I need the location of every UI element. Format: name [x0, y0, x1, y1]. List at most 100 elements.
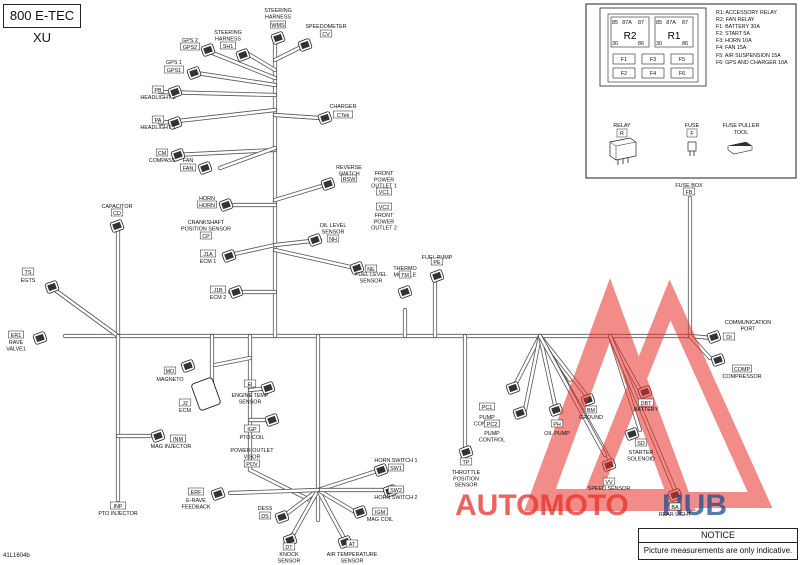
connector-label: ECM 2 [210, 295, 226, 301]
relay-pin: 86 [638, 41, 644, 47]
fuse-label: F1 [621, 57, 627, 63]
connector-code: CTek [337, 113, 350, 119]
watermark-text-a: AUTOMOTO [455, 489, 629, 522]
connector-code: PB [154, 88, 162, 94]
connector-gps2-drawing [200, 43, 216, 57]
connector-label: SENSOR [278, 558, 301, 564]
relay-key-code: R [620, 131, 624, 137]
connector-label: MAG INJECTOR [151, 444, 192, 450]
connector-code: J1B [213, 288, 223, 294]
connector-comp-drawing [710, 353, 726, 367]
connector-j1a-drawing [221, 249, 237, 263]
legend-item: F3: HORN 10A [716, 38, 752, 45]
connector-label: CHARGER [330, 104, 357, 110]
connector-label: FEEDBACK [181, 504, 210, 510]
connector-code: SW1 [390, 466, 402, 472]
connector-label: SENSOR [322, 229, 345, 235]
fuse-f4: F4 [641, 67, 665, 79]
connector-label: HORN SWITCH 2 [374, 495, 417, 501]
fuse-f3: F3 [641, 53, 665, 65]
connector-code: VC1 [379, 190, 390, 196]
harness-wires [52, 37, 715, 543]
connector-label: FRONT [375, 171, 394, 177]
connector-code: NH [329, 237, 337, 243]
connector-inm-drawing [150, 429, 166, 443]
notice-heading: NOTICE [639, 529, 797, 543]
relay-label: R1 [668, 31, 681, 42]
connector-label: THROTTLE [452, 470, 481, 476]
relay-pin: 87 [682, 20, 688, 26]
puller-key-line1: FUSE PULLER [723, 123, 760, 129]
relay-pin: 30 [612, 41, 618, 47]
fuse-label: F3 [650, 57, 656, 63]
connector-label: POWER [374, 177, 394, 183]
component-key: RELAY R FUSE F FUSE PULLER TOOL [609, 123, 760, 165]
connector-code: J2 [182, 401, 188, 407]
connector-code: CV [322, 32, 330, 38]
connector-sw1-drawing [373, 463, 389, 477]
connector-label: PTO COIL [239, 435, 264, 441]
connector-label: FUEL LEVEL [355, 272, 387, 278]
connector-label: FAN [183, 158, 194, 164]
connector-label: OUTLET 1 [371, 184, 397, 190]
connector-label: CAPACITOR [102, 204, 133, 210]
connector-label: OUTLET 2 [371, 226, 397, 232]
fuse-label: F2 [621, 71, 627, 77]
connector-code: SD [637, 441, 645, 447]
connector-label: AIR TEMPERATURE [327, 552, 378, 558]
connector-code: ER1 [11, 333, 22, 339]
legend-item: F5: AIR SUSPENSION 15A [716, 52, 781, 59]
connector-label: HARNESS [215, 36, 241, 42]
fuse-f6: F6 [670, 67, 694, 79]
connector-code: WMS [271, 23, 285, 29]
connector-ctek-drawing [317, 111, 333, 125]
connector-label: ECM [179, 408, 191, 414]
connector-label: THERMO [393, 266, 416, 272]
connector-code: DI [726, 335, 731, 341]
connector-label: KNOCK [279, 552, 299, 558]
connector-label: EGTS [21, 278, 36, 284]
relay-icon [609, 137, 637, 165]
connector-code: AT [349, 542, 356, 548]
connector-code: RSW [343, 177, 356, 183]
connector-code: PA [155, 118, 162, 124]
connector-code: NE [367, 267, 375, 273]
connector-label: PORT [741, 326, 757, 332]
connector-code: CM [158, 151, 167, 157]
connector-drawings [32, 31, 726, 549]
connector-label: POSITION SENSOR [181, 226, 231, 232]
connector-label: ECM 1 [200, 259, 216, 265]
legend-item: R2: FAN RELAY [716, 17, 755, 24]
connector-code: DS [261, 514, 269, 520]
connector-pe-drawing [429, 269, 445, 283]
connector-label: HEADLIGHT 1 [140, 125, 175, 131]
connector-code: MO [166, 369, 175, 375]
connector-code: IGM [375, 510, 386, 516]
connector-label: HORN [199, 196, 215, 202]
fuse-key-name: FUSE [685, 123, 700, 129]
legend-item: F4: FAN 15A [716, 45, 747, 52]
connector-label: CONTROL [479, 437, 505, 443]
connector-label: OIL LEVEL [320, 223, 347, 229]
connector-code: J1A [203, 252, 213, 258]
connector-code: VV [605, 480, 613, 486]
connector-code: INM [173, 437, 183, 443]
connector-label: COMPASS [149, 158, 176, 164]
